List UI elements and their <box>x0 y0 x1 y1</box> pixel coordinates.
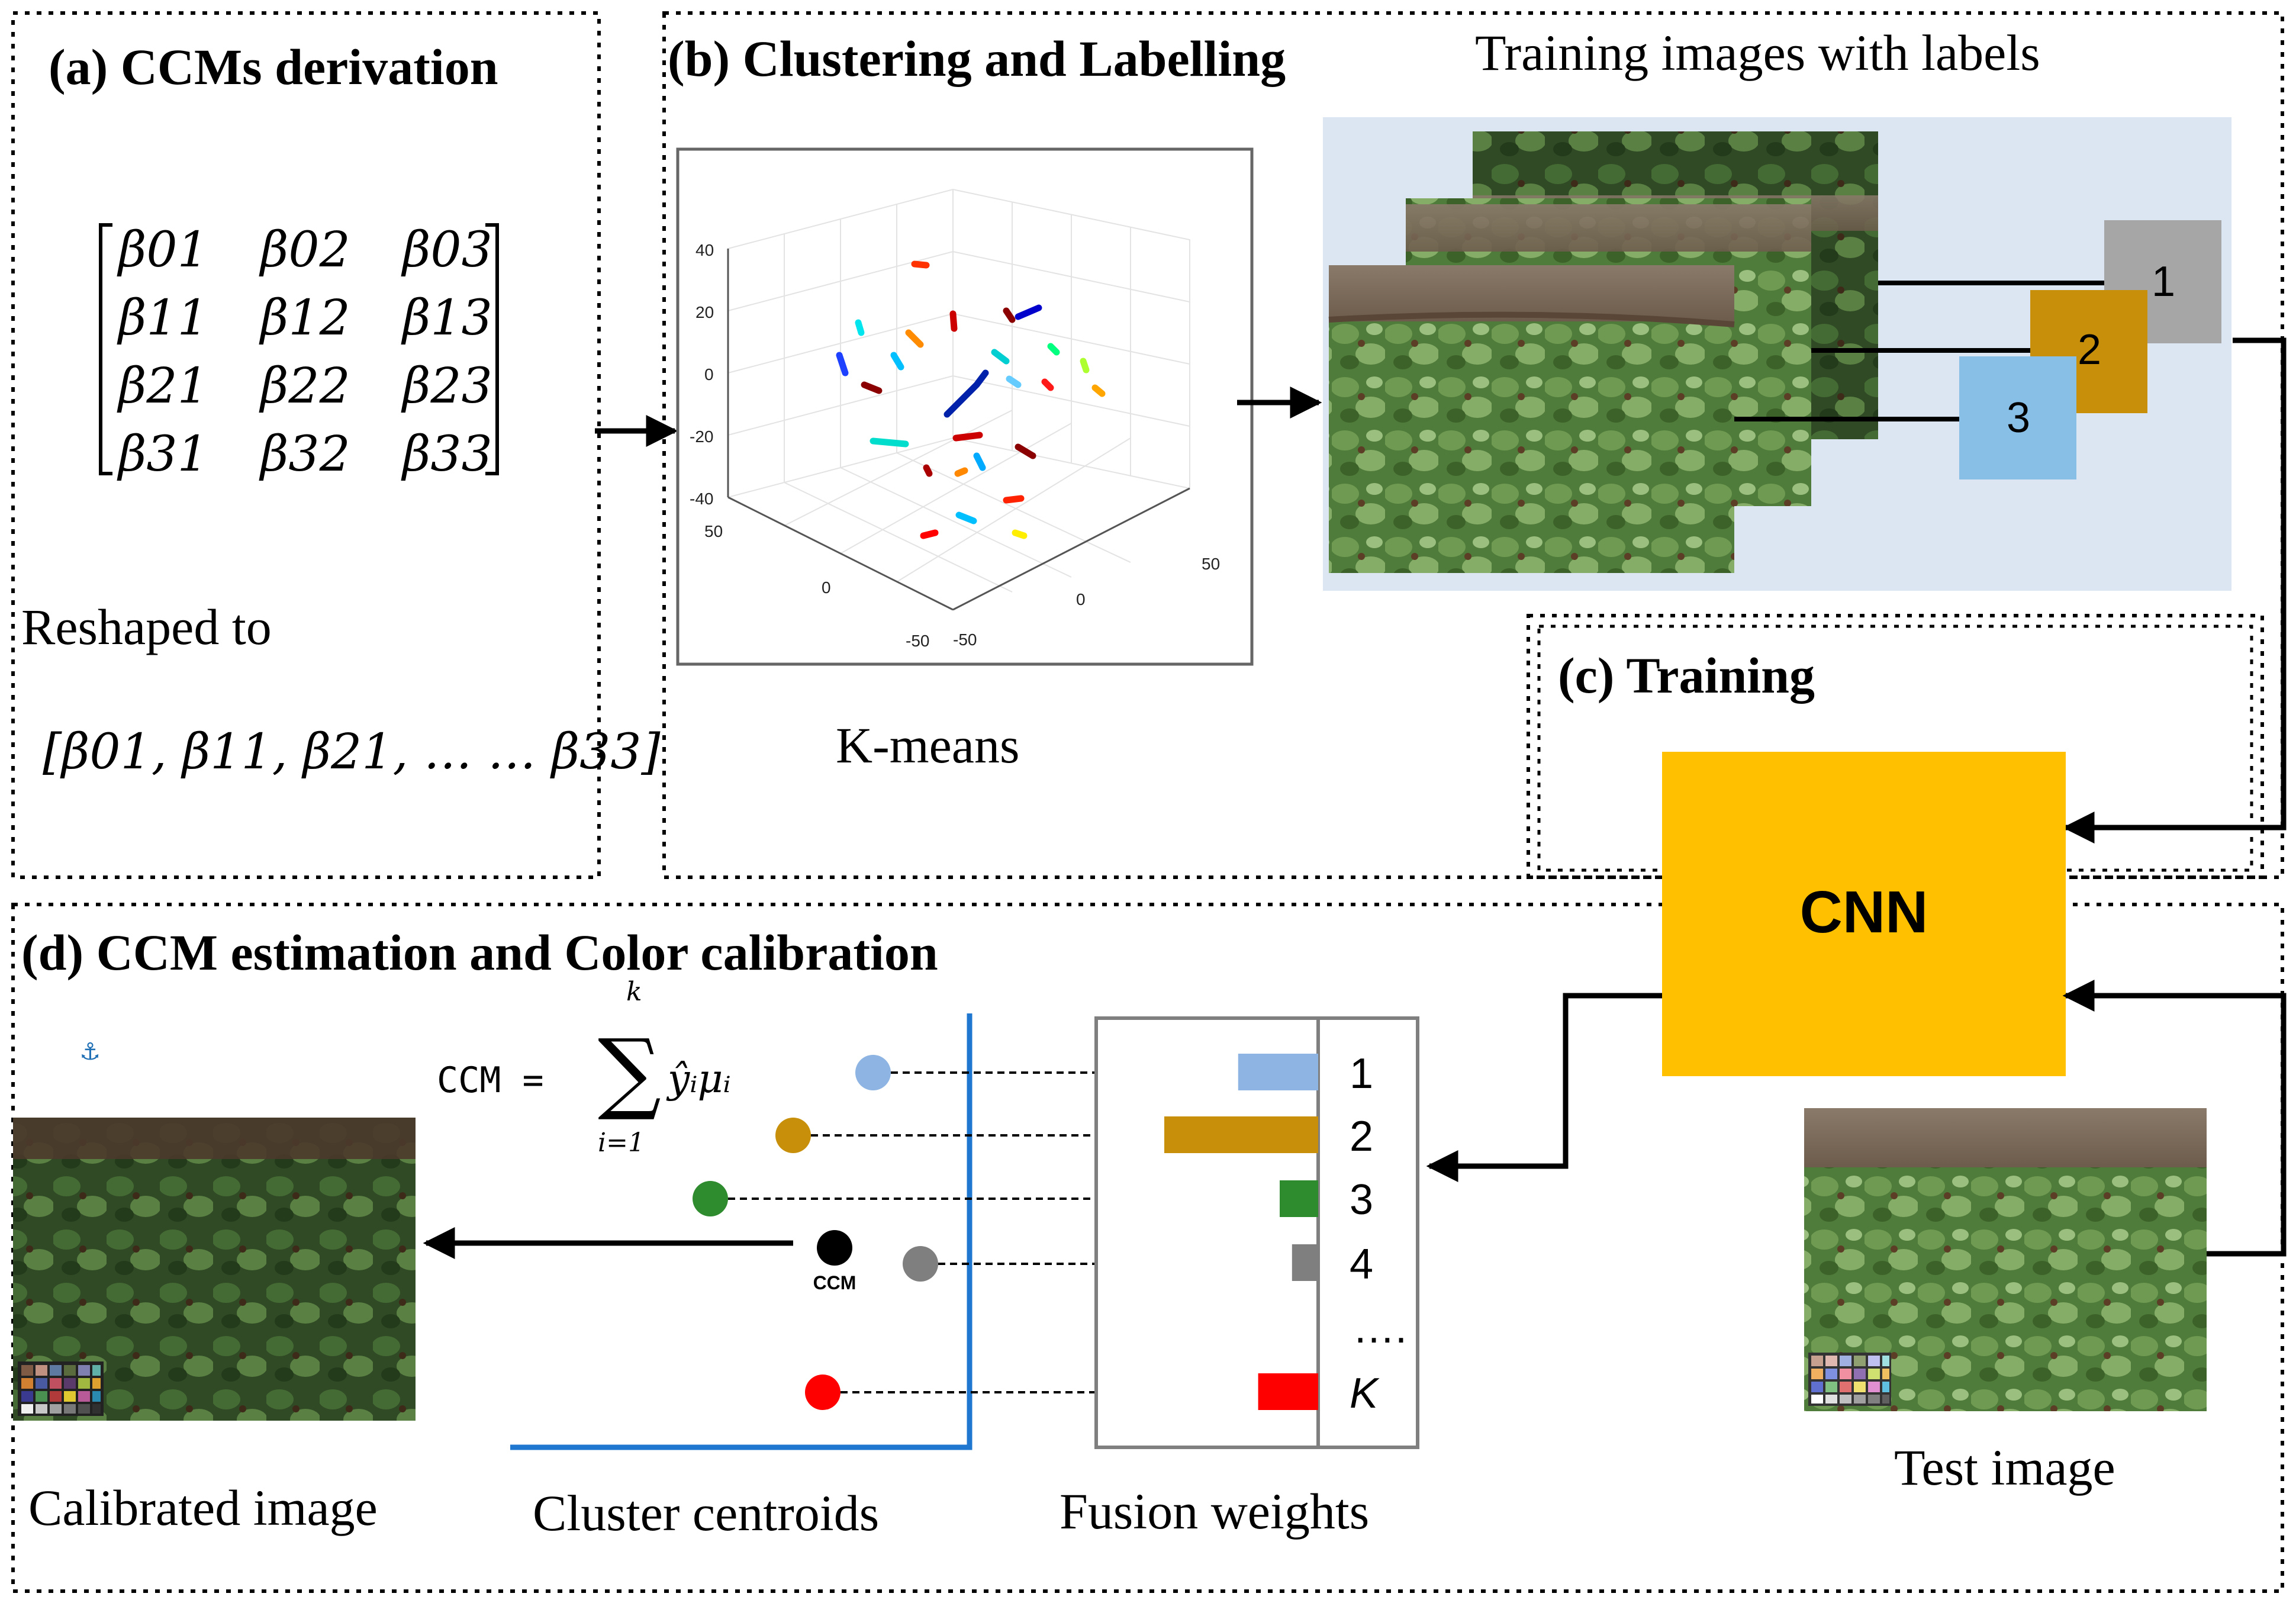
label-box-1-text: 1 <box>2152 258 2175 305</box>
panel-c-title: (c) Training <box>1558 647 1815 704</box>
panel-b-title: (b) Clustering and Labelling <box>668 30 1286 87</box>
reshaped-label: Reshaped to <box>21 598 272 655</box>
y-tick: -50 <box>953 630 977 649</box>
fusion-row-label: 1 <box>1350 1050 1373 1097</box>
matrix-cell: β21 <box>117 358 208 414</box>
scatter-axes <box>727 249 1190 611</box>
z-tick: 20 <box>695 303 714 321</box>
formula-lhs: CCM = <box>437 1060 544 1101</box>
matrix-cell: β02 <box>259 222 350 278</box>
scatter-clusters <box>836 260 1106 539</box>
arrow-cnn-to-fusion <box>1426 993 1662 1182</box>
formula-sum-bottom: i=1 <box>598 1128 645 1158</box>
ccm-result-label: CCM <box>813 1272 856 1293</box>
centroid-dot <box>805 1375 841 1410</box>
z-tick: -20 <box>690 427 713 446</box>
x-tick: 50 <box>704 522 723 540</box>
z-tick: -40 <box>690 490 713 508</box>
anchor-icon: ⚓ <box>79 1038 101 1066</box>
fusion-row-label: 3 <box>1350 1176 1373 1224</box>
ccm-matrix: β01 β02 β03 β11 β12 β13 β21 β22 β23 β31 … <box>99 222 499 482</box>
fusion-bar <box>1164 1116 1318 1153</box>
cnn-block <box>1662 752 2066 1076</box>
ccm-result-dot <box>817 1230 852 1266</box>
centroid-dot <box>693 1181 728 1216</box>
fusion-ellipsis: …. <box>1353 1305 1407 1352</box>
z-tick: 0 <box>704 365 714 384</box>
fusion-row-label: 4 <box>1350 1241 1373 1288</box>
matrix-right-bracket <box>485 223 499 475</box>
fusion-bar <box>1280 1180 1318 1217</box>
matrix-cell: β32 <box>259 426 350 482</box>
color-checker-chart <box>18 1361 104 1416</box>
centroid-dot <box>775 1118 811 1153</box>
label-box-3 <box>1959 356 2076 479</box>
matrix-cell: β33 <box>401 426 492 482</box>
arrow-test-to-cnn <box>2062 980 2287 1257</box>
fusion-bar <box>1238 1054 1318 1090</box>
matrix-cell: β11 <box>117 290 208 346</box>
panel-d-title: (d) CCM estimation and Color calibration <box>21 924 938 981</box>
panel-a-frame <box>11 11 601 879</box>
fusion-bar <box>1258 1373 1318 1410</box>
matrix-cell: β31 <box>117 426 208 482</box>
color-checker-chart <box>1808 1353 1891 1406</box>
test-image <box>1804 1108 2207 1411</box>
test-image-label: Test image <box>1894 1439 2115 1496</box>
matrix-left-bracket <box>99 223 112 475</box>
calibrated-image-label: Calibrated image <box>28 1479 378 1536</box>
y-tick: 0 <box>1076 590 1086 609</box>
matrix-cell: β23 <box>401 358 492 414</box>
reshaped-vector: [β01, β11, β21, … … β33] <box>43 724 661 780</box>
formula-sum-top: k <box>626 977 642 1007</box>
x-tick: 0 <box>822 578 831 597</box>
calibrated-image <box>13 1118 416 1421</box>
matrix-cell: β03 <box>401 222 492 278</box>
centroid-dot <box>903 1246 938 1282</box>
cnn-label: CNN <box>1800 879 1928 945</box>
fusion-bars <box>1164 1054 1318 1410</box>
centroid-dot <box>855 1055 891 1090</box>
fusion-label-column <box>1316 1016 1419 1449</box>
fusion-weights-label: Fusion weights <box>1060 1483 1369 1540</box>
z-tick: 40 <box>695 241 714 259</box>
ccm-formula: CCM = ∑ k i=1 ŷᵢμᵢ <box>437 977 731 1158</box>
y-tick: 50 <box>1202 555 1220 573</box>
panel-a-title: (a) CCMs derivation <box>49 38 498 95</box>
kmeans-label: K-means <box>836 717 1019 774</box>
kmeans-3d-scatter: 40 20 0 -20 -40 50 0 -50 -50 0 50 <box>676 147 1254 666</box>
matrix-cell: β01 <box>117 222 208 278</box>
training-images-label: Training images with labels <box>1475 24 2040 81</box>
training-image-front <box>1328 265 1735 573</box>
fusion-row-label: K <box>1350 1370 1380 1417</box>
fusion-row-label: 2 <box>1350 1113 1373 1160</box>
matrix-cell: β22 <box>259 358 350 414</box>
label-box-3-text: 3 <box>2007 394 2030 442</box>
fusion-bar <box>1292 1244 1318 1281</box>
panel-c-frame-inner <box>1537 625 2253 872</box>
arrow-labels-to-cnn <box>2062 337 2287 844</box>
label-box-2-text: 2 <box>2078 326 2101 374</box>
cluster-centroids-label: Cluster centroids <box>533 1485 879 1541</box>
matrix-cell: β12 <box>259 290 350 346</box>
matrix-cell: β13 <box>401 290 492 346</box>
formula-sigma: ∑ <box>598 1021 661 1124</box>
x-tick: -50 <box>906 632 929 650</box>
training-image-stack <box>1328 131 1878 573</box>
centroid-bracket-line <box>510 1013 973 1450</box>
scatter-frame <box>676 147 1254 666</box>
formula-term: ŷᵢμᵢ <box>666 1056 731 1102</box>
